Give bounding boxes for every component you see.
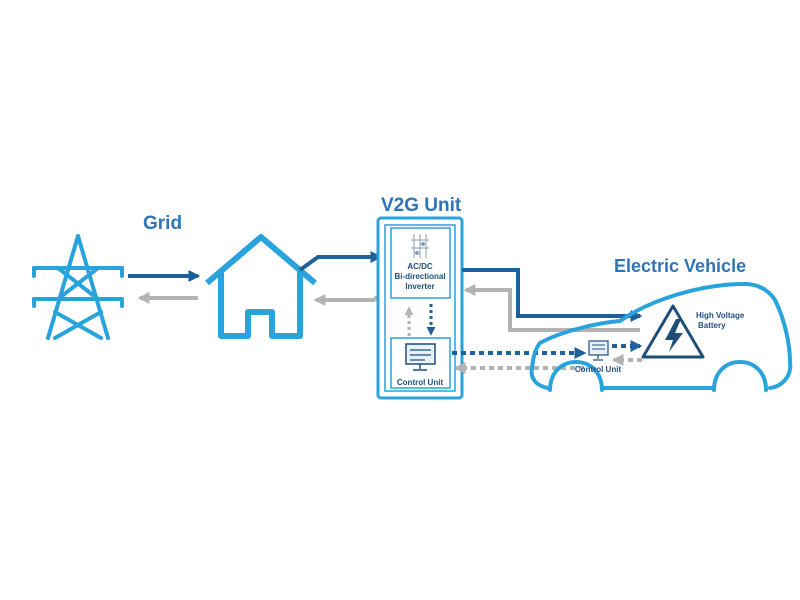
inverter-line1: AC/DC [407, 262, 433, 271]
vehicle-control-unit-label: Control Unit [575, 365, 622, 374]
inverter-box: AC/DC Bi-directional Inverter [390, 227, 451, 299]
v2g-unit-label: V2G Unit [381, 195, 462, 216]
transmission-tower-icon [32, 234, 124, 340]
inverter-line2: Bi-directional [394, 272, 445, 281]
battery-label-line2: Battery [698, 321, 726, 330]
battery-to-v2g-arrow [463, 284, 640, 332]
computer-icon [405, 343, 436, 371]
house-icon [205, 234, 317, 339]
vehicle-control-unit: Control Unit [575, 340, 622, 374]
inverter-icon [411, 234, 429, 258]
house-to-v2g-arrow [298, 251, 383, 272]
station-control-unit-label: Control Unit [397, 378, 444, 387]
computer-icon [588, 340, 609, 361]
station-control-unit: Control Unit [390, 337, 451, 389]
electric-vehicle-label: Electric Vehicle [614, 256, 746, 276]
battery-label-line1: High Voltage [696, 311, 745, 320]
car-outline-icon [529, 282, 793, 392]
inverter-line3: Inverter [405, 282, 434, 291]
grid-label: Grid [143, 213, 182, 234]
battery-warning-icon [641, 304, 705, 359]
v2g-to-battery-arrow [462, 268, 643, 322]
